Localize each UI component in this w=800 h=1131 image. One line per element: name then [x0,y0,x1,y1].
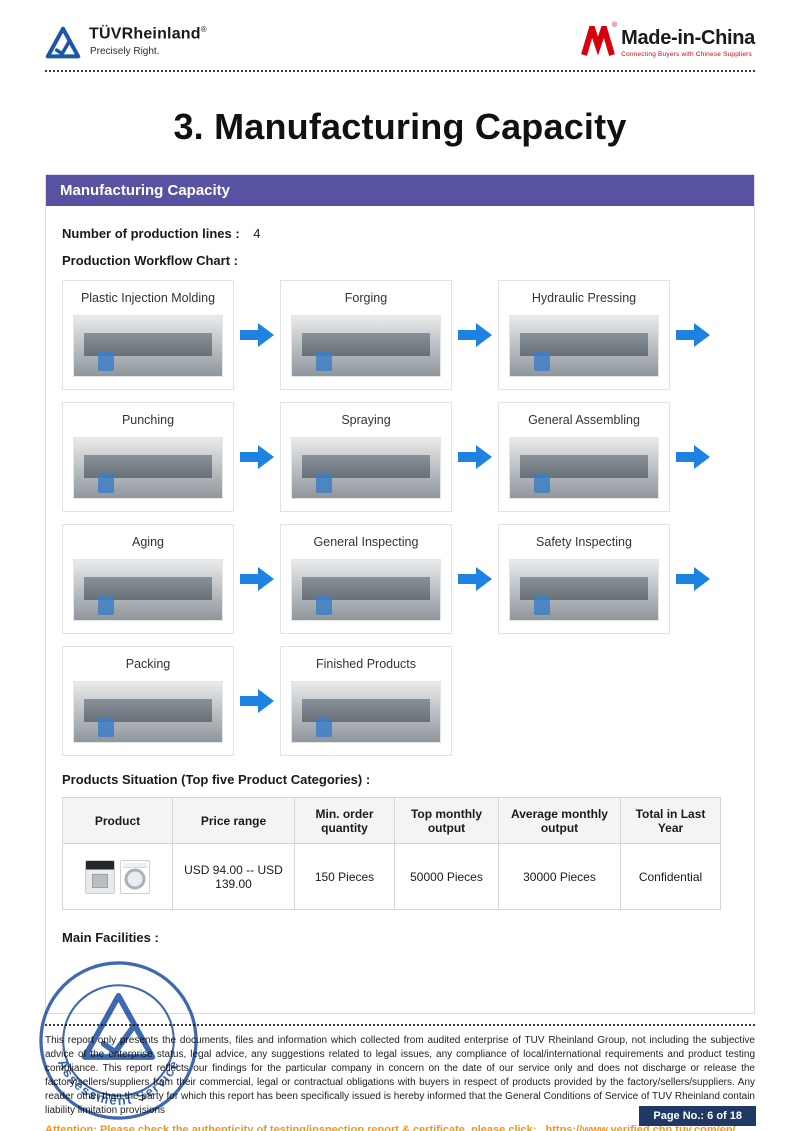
attention-text: Attention: Please check the authenticity… [45,1124,537,1131]
min-order-cell: 150 Pieces [294,843,395,910]
tuv-tagline: Precisely Right. [90,46,160,58]
panel-body: Number of production lines : 4 Productio… [46,206,754,1013]
tuv-wordmark: TÜVRheinland® [89,25,207,43]
workflow-step-photo [291,315,441,377]
table-row: USD 94.00 -- USD 139.00 150 Pieces 50000… [62,843,721,910]
workflow-step-photo [291,681,441,743]
mic-registered-mark: ® [611,22,618,29]
workflow-step-label: Packing [125,657,171,671]
production-lines-field: Number of production lines : 4 [62,226,738,241]
col-header-avg-monthly: Average monthly output [498,797,621,844]
workflow-step-photo [291,437,441,499]
workflow-step-label: General Inspecting [313,535,419,549]
arrow-right-icon [238,442,276,472]
workflow-step: General Inspecting [280,524,452,634]
workflow-step: Forging [280,280,452,390]
products-situation-label: Products Situation (Top five Product Cat… [62,772,371,787]
workflow-step: General Assembling [498,402,670,512]
workflow-row: Punching Spraying General Assembling [62,402,738,512]
page-number-badge: Page No.: 6 of 18 [639,1106,756,1126]
workflow-step: Hydraulic Pressing [498,280,670,390]
workflow-row: Packing Finished Products [62,646,738,756]
workflow-step-label: Forging [344,291,388,305]
arrow-right-icon [674,320,712,350]
products-table: Product Price range Min. order quantity … [62,797,721,910]
workflow-step: Finished Products [280,646,452,756]
workflow-chart-label: Production Workflow Chart : [62,253,238,268]
workflow-step-photo [509,437,659,499]
workflow-step-label: Punching [121,413,175,427]
workflow-step-photo [509,315,659,377]
production-lines-label: Number of production lines : [62,226,240,241]
header-divider [45,70,755,72]
arrow-right-icon [456,320,494,350]
workflow-step-label: Aging [132,535,164,549]
workflow-step-photo [73,437,223,499]
washing-machine-image [85,859,115,894]
arrow-right-icon [238,686,276,716]
arrow-right-icon [456,564,494,594]
main-facilities-label: Main Facilities : [62,930,159,945]
price-range-cell: USD 94.00 -- USD 139.00 [172,843,295,910]
col-header-total-last-year: Total in Last Year [620,797,721,844]
workflow-step-label: Plastic Injection Molding [80,291,216,305]
verification-link[interactable]: https://www.verified.chn.tuv.com/en/ [545,1124,736,1131]
page-header: TÜVRheinland® Precisely Right. ® Made-in… [0,0,800,70]
arrow-right-icon [238,320,276,350]
tuv-triangle-icon [45,26,81,59]
workflow-step-photo [73,315,223,377]
footer-divider [45,1024,755,1026]
washing-machine-image [120,859,150,894]
workflow-step-photo [291,559,441,621]
mic-tagline: Connecting Buyers with Chinese Suppliers [621,51,752,58]
workflow-step-photo [509,559,659,621]
product-image-cell [62,843,173,910]
arrow-right-icon [674,564,712,594]
workflow-row: Plastic Injection Molding Forging Hydrau… [62,280,738,390]
workflow-step-label: Finished Products [315,657,417,671]
workflow-step: Punching [62,402,234,512]
arrow-right-icon [456,442,494,472]
page-title: 3. Manufacturing Capacity [173,106,627,147]
top-monthly-cell: 50000 Pieces [394,843,499,910]
workflow-step-label: General Assembling [528,413,640,427]
arrow-right-icon [674,442,712,472]
table-header-row: Product Price range Min. order quantity … [62,797,721,844]
arrow-right-icon [238,564,276,594]
workflow-step: Aging [62,524,234,634]
attention-note: Attention: Please check the authenticity… [45,1124,755,1131]
panel-title: Manufacturing Capacity [46,175,754,206]
workflow-row: Aging General Inspecting Safety Inspecti… [62,524,738,634]
tuv-logo: TÜVRheinland® Precisely Right. [45,25,207,60]
col-header-product: Product [62,797,173,844]
manufacturing-capacity-panel: Manufacturing Capacity Number of product… [45,174,755,1014]
col-header-min-order: Min. order quantity [294,797,395,844]
col-header-price-range: Price range [172,797,295,844]
made-in-china-logo: ® Made-in-China Connecting Buyers with C… [581,18,755,58]
workflow-step: Spraying [280,402,452,512]
mic-m-icon: ® [581,18,617,56]
workflow-step: Plastic Injection Molding [62,280,234,390]
product-thumbnail [69,859,166,894]
production-lines-value: 4 [253,226,261,241]
workflow-step-photo [73,559,223,621]
workflow-step-label: Spraying [341,413,391,427]
workflow-step-photo [73,681,223,743]
workflow-step-label: Hydraulic Pressing [531,291,637,305]
mic-wordmark: Made-in-China [621,27,755,49]
avg-monthly-cell: 30000 Pieces [498,843,621,910]
col-header-top-monthly: Top monthly output [394,797,499,844]
workflow-step: Packing [62,646,234,756]
workflow-step-label: Safety Inspecting [536,535,632,549]
workflow-step: Safety Inspecting [498,524,670,634]
total-last-year-cell: Confidential [620,843,721,910]
